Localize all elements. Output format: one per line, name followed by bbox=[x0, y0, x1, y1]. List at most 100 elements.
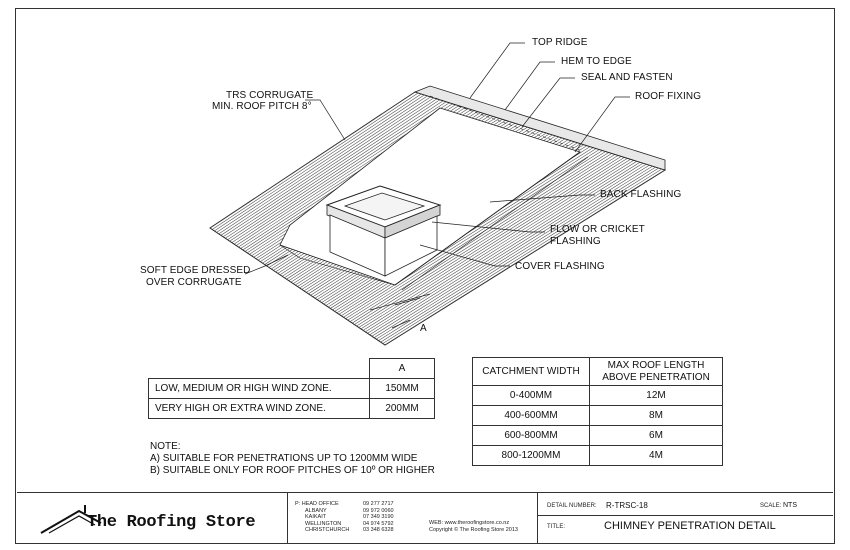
office-phone: 09 277 2717 bbox=[363, 501, 394, 507]
corrugation-line bbox=[371, 163, 647, 337]
callout-soft-edge-2: OVER CORRUGATE bbox=[146, 277, 242, 288]
corrugation-line bbox=[378, 166, 656, 341]
catchment-width-cell: 400-600MM bbox=[472, 405, 590, 426]
callout-top-ridge: TOP RIDGE bbox=[532, 37, 588, 48]
callout-roof-fixing: ROOF FIXING bbox=[635, 91, 702, 102]
drawing-sheet bbox=[15, 8, 835, 544]
divider bbox=[537, 515, 833, 516]
corrugation-line bbox=[352, 155, 619, 324]
a-value-cell: 200MM bbox=[369, 397, 435, 419]
table-row: VERY HIGH OR EXTRA WIND ZONE. 200MM bbox=[148, 397, 435, 419]
office-phone: 07 349 3190 bbox=[363, 514, 394, 521]
corrugation-line bbox=[365, 160, 638, 333]
notes: NOTE: A) SUITABLE FOR PENETRATIONS UP TO… bbox=[150, 441, 435, 477]
table-row: 800-1200MM 4M bbox=[472, 445, 723, 466]
office-phone: 04 974 5792 bbox=[363, 520, 394, 527]
corrugation-line bbox=[227, 99, 441, 240]
callout-back-flashing: BACK FLASHING bbox=[600, 189, 682, 200]
header-max-roof-length-line2: ABOVE PENETRATION bbox=[602, 371, 710, 383]
catchment-width-cell: 800-1200MM bbox=[472, 445, 590, 466]
callout-hem-to-edge: HEM TO EDGE bbox=[561, 56, 632, 67]
ridge-cap bbox=[413, 85, 666, 171]
table-row: A bbox=[149, 358, 435, 379]
corrugation-line bbox=[380, 167, 659, 343]
corrugation-line bbox=[384, 169, 665, 345]
corrugation-line bbox=[356, 157, 625, 327]
corrugation-line bbox=[220, 96, 431, 236]
max-length-cell: 12M bbox=[589, 385, 723, 406]
corrugation-line bbox=[222, 97, 434, 238]
title-label: TITLE: bbox=[547, 524, 566, 530]
callout-seal-and-fasten: SEAL AND FASTEN bbox=[581, 72, 673, 83]
callout-trs-corrugate: TRS CORRUGATE bbox=[226, 90, 314, 101]
corrugation-line bbox=[376, 165, 653, 340]
callout-soft-edge-1: SOFT EDGE DRESSED bbox=[140, 265, 251, 276]
callout-flow-flashing-1: FLOW OR CRICKET bbox=[550, 224, 645, 235]
max-length-cell: 6M bbox=[589, 425, 723, 446]
office-list: P: HEAD OFFICE ALBANY KAIKAIT WELLINGTON… bbox=[295, 501, 349, 534]
drawing-title: CHIMNEY PENETRATION DETAIL bbox=[604, 520, 776, 532]
header-max-roof-length-line1: MAX ROOF LENGTH bbox=[607, 359, 705, 371]
chimney bbox=[325, 185, 442, 277]
office-name: WELLINGTON bbox=[305, 520, 342, 527]
wind-zone-cell: VERY HIGH OR EXTRA WIND ZONE. bbox=[148, 397, 370, 419]
callout-min-roof-pitch: MIN. ROOF PITCH 8° bbox=[212, 101, 312, 112]
corrugation-line bbox=[218, 95, 428, 235]
corrugation-line bbox=[343, 151, 606, 318]
company-logo-text: The Roofing Store bbox=[87, 513, 256, 532]
corrugation-line bbox=[382, 168, 663, 344]
office-name: ALBANY bbox=[305, 507, 327, 514]
corrugation-line bbox=[212, 92, 419, 230]
office-phone: 03 348 6328 bbox=[363, 527, 394, 534]
detail-number-label: DETAIL NUMBER: bbox=[547, 503, 597, 509]
note-a: A) SUITABLE FOR PENETRATIONS UP TO 1200M… bbox=[150, 453, 418, 464]
corrugation-line bbox=[349, 154, 616, 322]
wind-zone-table: A LOW, MEDIUM OR HIGH WIND ZONE. 150MM V… bbox=[148, 358, 435, 419]
office-phone: 09 972 0060 bbox=[363, 507, 394, 514]
note-b: B) SUITABLE ONLY FOR ROOF PITCHES OF 10º… bbox=[150, 465, 435, 476]
office-name: P: HEAD OFFICE bbox=[295, 501, 339, 507]
header-a: A bbox=[369, 358, 435, 379]
side-flashing bbox=[394, 151, 581, 286]
max-length-cell: 4M bbox=[589, 445, 723, 466]
detail-number: R-TRSC-18 bbox=[606, 501, 648, 510]
notes-heading: NOTE: bbox=[150, 441, 181, 452]
a-value-cell: 150MM bbox=[369, 377, 435, 399]
table-row: 600-800MM 6M bbox=[472, 425, 723, 446]
corrugation-line bbox=[225, 98, 438, 239]
corrugation-line bbox=[367, 161, 641, 334]
web-address: WEB: www.theroofingstore.co.nz bbox=[429, 520, 510, 526]
catchment-table: CATCHMENT WIDTH MAX ROOF LENGTH ABOVE PE… bbox=[472, 357, 723, 466]
wind-zone-cell: LOW, MEDIUM OR HIGH WIND ZONE. bbox=[148, 377, 370, 399]
scale-label: SCALE: bbox=[760, 503, 782, 509]
corrugation-line bbox=[231, 101, 447, 243]
copyright: Copyright © The Roofing Store 2013 bbox=[429, 527, 518, 533]
table-row: CATCHMENT WIDTH MAX ROOF LENGTH ABOVE PE… bbox=[472, 357, 723, 386]
scale-value: NTS bbox=[783, 502, 797, 509]
corrugation-line bbox=[345, 152, 609, 319]
max-length-cell: 8M bbox=[589, 405, 723, 426]
table-row: 0-400MM 12M bbox=[472, 385, 723, 406]
office-name: KAIKAIT bbox=[305, 514, 327, 521]
table-row: LOW, MEDIUM OR HIGH WIND ZONE. 150MM bbox=[148, 377, 435, 399]
corrugation-line bbox=[362, 159, 634, 331]
corrugation-line bbox=[369, 162, 644, 336]
callout-cover-flashing: COVER FLASHING bbox=[515, 261, 605, 272]
ridge-fixing-line bbox=[429, 95, 581, 151]
catchment-width-cell: 0-400MM bbox=[472, 385, 590, 406]
roof-logo-icon bbox=[40, 505, 102, 534]
title-block: The Roofing Store P: HEAD OFFICE ALBANY … bbox=[17, 492, 833, 543]
corrugation-line bbox=[216, 94, 425, 233]
callout-flow-flashing-2: FLASHING bbox=[550, 236, 601, 247]
corrugation-line bbox=[347, 153, 613, 321]
header-catchment-width: CATCHMENT WIDTH bbox=[472, 357, 590, 386]
divider bbox=[537, 493, 538, 543]
corrugation-line bbox=[354, 156, 622, 325]
leader-lines bbox=[244, 42, 630, 329]
table-row: 400-600MM 8M bbox=[472, 405, 723, 426]
corrugation-line bbox=[229, 100, 444, 242]
divider bbox=[287, 493, 288, 543]
dimension-line bbox=[394, 297, 421, 306]
office-name: CHRISTCHURCH bbox=[305, 527, 350, 534]
